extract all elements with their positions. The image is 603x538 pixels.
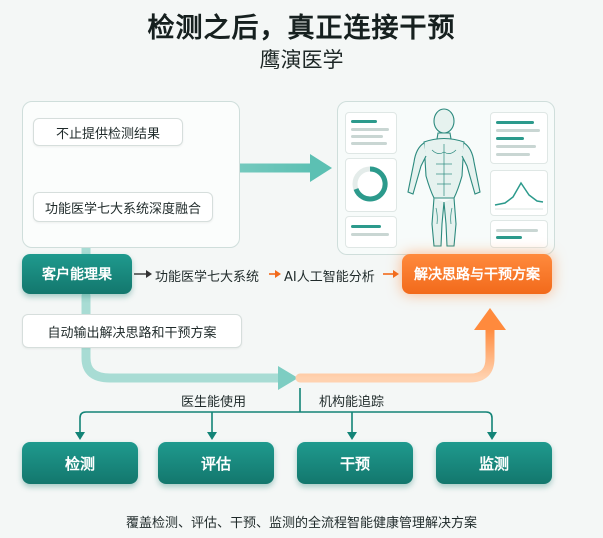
dashboard-card-left-top <box>345 112 397 154</box>
label-institution-track: 机构能追踪 <box>319 395 385 410</box>
gauge-chart-icon <box>352 166 388 202</box>
flow-step-seven-systems: 功能医学七大系统 <box>155 270 260 285</box>
button-intervention[interactable]: 干预 <box>297 442 413 484</box>
arrow-to-doctor <box>81 291 285 383</box>
dashboard-card-right-top <box>490 112 548 164</box>
branch-arrow-4 <box>487 432 497 440</box>
arrow-to-solution-head <box>474 308 506 330</box>
dashboard-card-line-chart <box>490 170 548 216</box>
flow-arrow-2-head <box>275 270 281 278</box>
end-node-solution: 解决思路与干预方案 <box>402 254 552 294</box>
branch-tree <box>79 411 493 436</box>
button-monitoring[interactable]: 监测 <box>436 442 552 484</box>
brand-name: 鹰演医学 <box>259 48 344 72</box>
dashboard-card-left-bottom <box>345 216 397 248</box>
feature-results: 不止提供检测结果 <box>33 118 183 146</box>
page-title: 检测之后，真正连接干预 <box>147 13 456 44</box>
dashboard-card-gauge <box>345 158 397 212</box>
human-body-icon <box>407 108 481 247</box>
flow-arrow-1-head <box>146 270 152 278</box>
feature-seven-systems: 功能医学七大系统深度融合 <box>33 192 213 222</box>
arrow-to-doctor-head <box>278 366 298 390</box>
flow-arrow-3-head <box>393 270 399 278</box>
feature-auto-output: 自动输出解决思路和干预方案 <box>22 314 242 348</box>
button-assessment[interactable]: 评估 <box>158 442 274 484</box>
line-chart-icon <box>494 181 544 210</box>
branch-arrow-2 <box>207 432 217 440</box>
dashboard-card-right-bottom <box>490 220 548 248</box>
arrow-to-solution <box>295 323 495 383</box>
button-detection[interactable]: 检测 <box>22 442 138 484</box>
label-doctor-use: 医生能使用 <box>181 395 247 410</box>
start-node-customer: 客户能理果 <box>22 254 132 294</box>
branch-arrow-3 <box>347 432 357 440</box>
arrow-to-dashboard-head <box>310 154 332 182</box>
branch-arrow-1 <box>75 432 85 440</box>
flow-step-ai-analysis: AI人工智能分析 <box>284 270 375 285</box>
footer-caption: 覆盖检测、评估、干预、监测的全流程智能健康管理解决方案 <box>125 516 477 531</box>
